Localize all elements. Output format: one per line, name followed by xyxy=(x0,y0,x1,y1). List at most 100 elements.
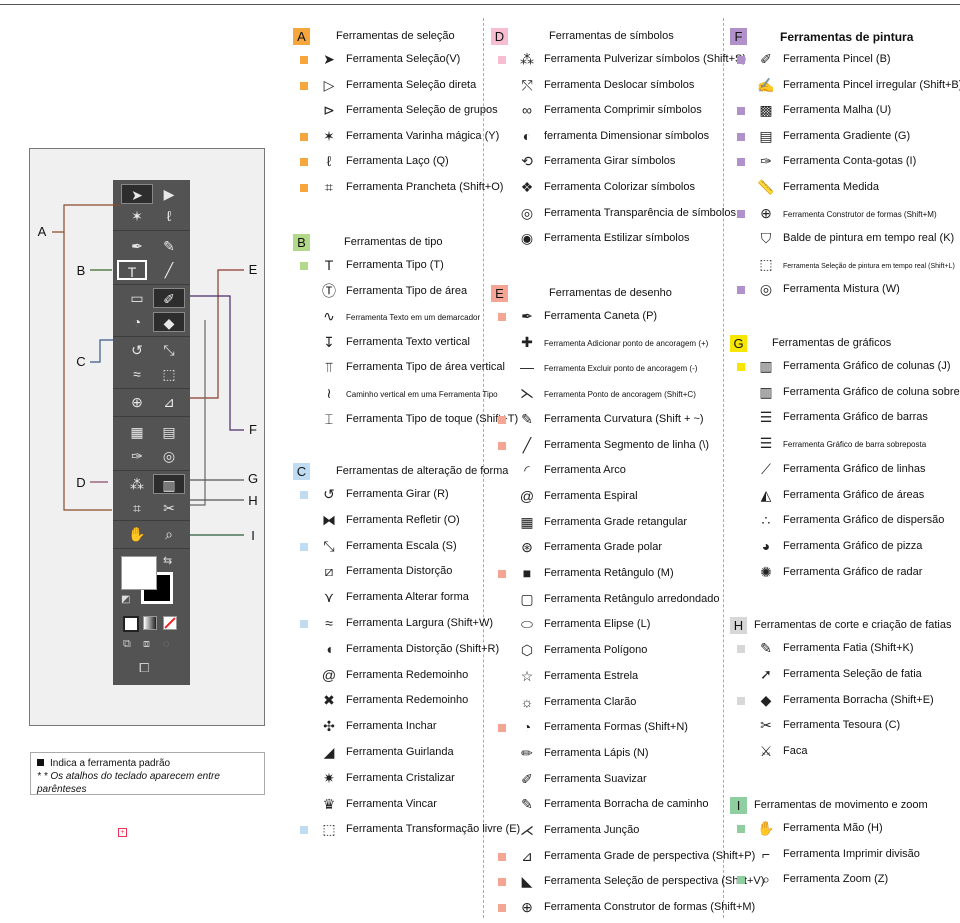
default-tool-marker xyxy=(737,209,745,218)
callout-a: A xyxy=(37,224,47,239)
tool-label: Ferramenta Texto em um demarcador xyxy=(346,313,481,323)
scatter-graph-icon: ∴ xyxy=(761,512,771,529)
eraser-icon: ◆ xyxy=(760,691,772,708)
default-tool-marker xyxy=(498,852,506,861)
tools-panel: ➤ ▶ ✶ ℓ ✒ ✎ T ╱ ▭ ✐ ◔ ◆ ↺ ⤡ ≈ ⬚ ⊕ ⊿ ▦ ▤ … xyxy=(113,180,190,685)
tool-label: Ferramenta Transformação livre (E) xyxy=(346,823,521,836)
artboard-tool-button[interactable]: ⌗ xyxy=(133,500,141,516)
live-paint-bucket-icon: ⛉ xyxy=(760,230,772,247)
tool-label: Ferramenta Arco xyxy=(544,464,626,477)
slice-select-icon: ➚ xyxy=(760,665,772,682)
free-transform-icon: ⬚ xyxy=(322,821,336,838)
magic-wand-icon: ✶ xyxy=(323,127,335,144)
line-segment-icon: ╱ xyxy=(522,436,532,453)
draw-behind-icon[interactable]: ⧈ xyxy=(143,638,150,650)
tool-label: Ferramenta Seleção de pintura em tempo r… xyxy=(783,262,955,270)
smooth-icon: ✐ xyxy=(521,770,533,787)
gradient-mode-button[interactable] xyxy=(143,616,157,630)
tool-label: Ferramenta Conta-gotas (I) xyxy=(783,155,917,168)
pen-tool-button[interactable]: ✒ xyxy=(131,238,143,254)
gradient-tool-button[interactable]: ▤ xyxy=(162,424,176,440)
callout-h: H xyxy=(248,493,258,508)
perspective-select-icon: ◣ xyxy=(521,873,533,890)
eyedropper-tool-button[interactable]: ✑ xyxy=(131,448,143,464)
tool-label: Ferramenta Cristalizar xyxy=(346,771,455,784)
tool-label: Ferramenta Retângulo arredondado xyxy=(544,592,720,605)
fill-swatch[interactable] xyxy=(121,556,157,590)
draw-inside-icon[interactable]: ◌ xyxy=(163,638,170,650)
small-plus-icon: + xyxy=(118,828,127,837)
perspective-grid-tool-button[interactable]: ⊿ xyxy=(163,394,175,410)
zoom-tool-button[interactable]: ⌕ xyxy=(165,526,173,542)
callout-g: G xyxy=(247,471,259,486)
section-title-g: Ferramentas de gráficos xyxy=(772,337,892,349)
tool-label: Ferramenta Inchar xyxy=(346,720,437,733)
shaper-tool-button[interactable]: ◔ xyxy=(132,314,142,330)
paintbrush-icon: ✐ xyxy=(760,51,772,67)
blend-tool-button[interactable]: ◎ xyxy=(162,448,176,464)
legend-note: * * Os atalhos do teclado aparecem entre… xyxy=(37,771,220,795)
default-tool-marker xyxy=(498,878,506,887)
callout-b: B xyxy=(76,263,86,278)
callout-wires xyxy=(52,204,244,536)
separator xyxy=(113,520,190,521)
default-tool-marker xyxy=(737,363,745,371)
free-transform-tool-button[interactable]: ⬚ xyxy=(162,366,176,382)
draw-normal-icon[interactable]: ⧉ xyxy=(123,638,131,650)
default-colors-icon[interactable]: ◩ xyxy=(121,594,131,605)
tool-label: Ferramenta Seleção direta xyxy=(346,78,477,91)
section-badge-c: C xyxy=(293,463,310,480)
spiral-icon: @ xyxy=(519,487,535,504)
print-tiling-icon: ⌐ xyxy=(761,845,771,862)
slice-tool-button[interactable]: ✂ xyxy=(163,500,175,516)
color-mode-button[interactable] xyxy=(123,616,139,632)
tool-label: Ferramenta Colorizar símbolos xyxy=(544,181,695,193)
tool-label: Ferramenta Caneta (P) xyxy=(544,310,658,322)
tool-label: Ferramenta Transparência de símbolos xyxy=(544,206,736,219)
eraser-tool-button[interactable]: ◆ xyxy=(153,312,185,332)
rectangle-icon: ■ xyxy=(522,565,532,581)
tool-label: Ferramenta Elipse (L) xyxy=(544,618,651,631)
tool-label: Ferramenta Gráfico de barra sobreposta xyxy=(783,440,927,450)
tool-label: Ferramenta Gráfico de linhas xyxy=(783,462,926,475)
ellipse-icon: ⬭ xyxy=(521,616,533,633)
polygon-icon: ⬡ xyxy=(520,642,534,659)
curvature-tool-button[interactable]: ✎ xyxy=(163,238,175,254)
default-tool-marker xyxy=(300,56,308,64)
hand-tool-button[interactable]: ✋ xyxy=(128,526,146,542)
line-segment-tool-button[interactable]: ╱ xyxy=(164,262,174,278)
knife-icon: ⚔ xyxy=(759,743,773,760)
screen-mode-icon[interactable]: ⧠ xyxy=(139,660,150,675)
selection-tool-button[interactable]: ➤ xyxy=(121,184,153,204)
rectangle-tool-button[interactable]: ▭ xyxy=(130,290,144,306)
default-tool-marker xyxy=(737,132,745,141)
tool-label: Ferramenta Escala (S) xyxy=(346,539,457,552)
direct-arrow-icon: ▷ xyxy=(323,76,335,93)
lasso-tool-button[interactable]: ℓ xyxy=(166,208,172,224)
column-graph-tool-button[interactable]: ▥ xyxy=(153,474,185,494)
paintbrush-tool-button[interactable]: ✐ xyxy=(153,288,185,308)
add-anchor-icon: ✚ xyxy=(521,333,533,350)
separator xyxy=(113,284,190,285)
separator xyxy=(113,416,190,417)
tool-label: Ferramenta Pincel irregular (Shift+B) xyxy=(783,78,960,91)
symbol-sprayer-tool-button[interactable]: ⁂ xyxy=(130,476,144,492)
swap-icon[interactable]: ⇆ xyxy=(163,555,173,567)
scale-tool-button[interactable]: ⤡ xyxy=(163,342,175,358)
none-mode-button[interactable] xyxy=(163,616,177,630)
direct-selection-tool-button[interactable]: ▶ xyxy=(163,186,175,202)
section-title-b: Ferramentas de tipo xyxy=(344,236,443,248)
rotate-tool-button[interactable]: ↺ xyxy=(131,342,143,358)
shape-builder-tool-button[interactable]: ⊕ xyxy=(131,394,143,410)
tool-label: Ferramenta Seleção de grupos xyxy=(346,104,498,117)
magic-wand-tool-button[interactable]: ✶ xyxy=(131,208,143,224)
type-tool-button[interactable]: T xyxy=(117,260,147,280)
width-tool-button[interactable]: ≈ xyxy=(133,366,141,382)
mesh-tool-button[interactable]: ▦ xyxy=(130,424,144,440)
tool-label: Ferramenta Imprimir divisão xyxy=(783,847,920,860)
vertical-path-type-icon: ≀ xyxy=(326,385,332,401)
vertical-type-icon: ↧ xyxy=(323,333,335,350)
tool-label: Ferramenta Girar (R) xyxy=(346,488,449,500)
reflect-icon: ⧓ xyxy=(322,511,336,528)
tool-label: Ferramenta Lápis (N) xyxy=(544,746,649,759)
